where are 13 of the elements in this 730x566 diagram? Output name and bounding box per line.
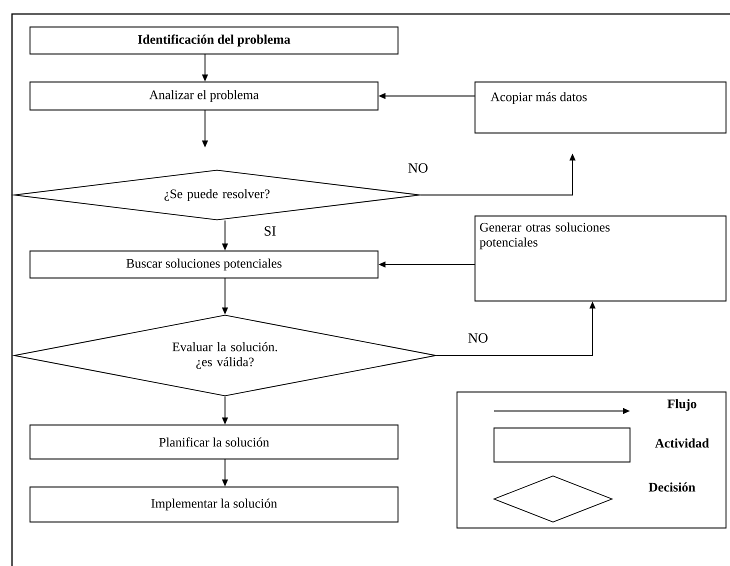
activity-box: Acopiar más datos	[474, 82, 726, 134]
legend-label: Actividad	[655, 438, 709, 448]
activity-box: Analizar el problema	[30, 82, 378, 110]
legend-label: Decisión	[648, 482, 696, 492]
edge-label: NO	[468, 333, 488, 343]
edge-label: SI	[264, 226, 276, 236]
activity-box: Generar otras soluciones potenciales	[474, 216, 726, 302]
activity-box: Identificación del problema	[30, 26, 398, 54]
legend-label: Flujo	[667, 399, 696, 411]
edge-label: NO	[408, 163, 428, 173]
activity-box: Implementar la solución	[30, 486, 398, 522]
activity-box: Planificar la solución	[30, 424, 398, 460]
activity-box: Buscar soluciones potenciales	[30, 250, 378, 278]
